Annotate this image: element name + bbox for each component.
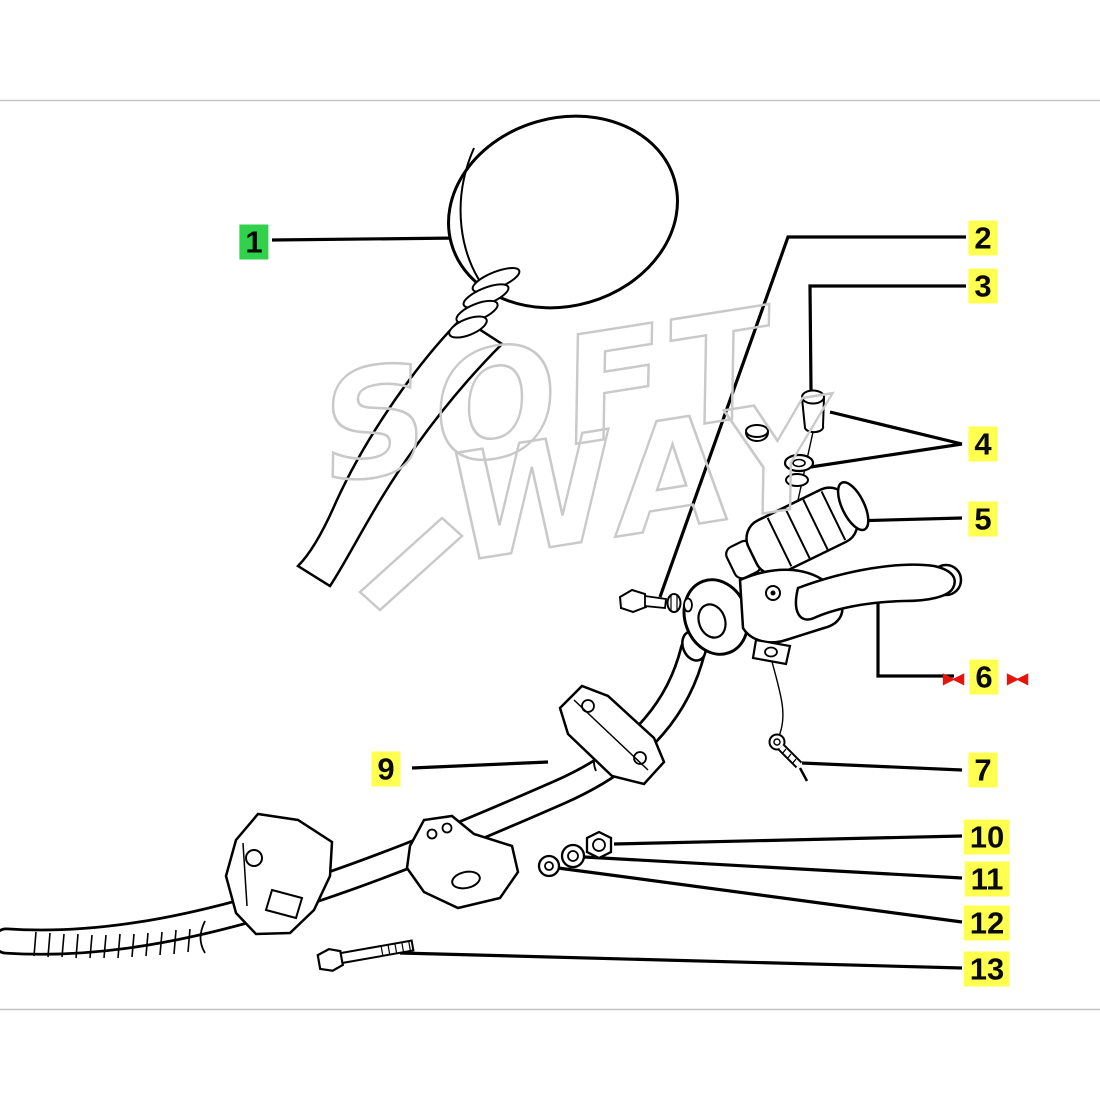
callout-5[interactable]: 5 (968, 501, 998, 537)
lever-blade (794, 563, 956, 621)
bracket-left-hole (245, 849, 263, 867)
selection-marker-right-icon: ▶◀ (1006, 668, 1029, 688)
bracket-middle (405, 814, 520, 910)
cup-washer-part (745, 424, 769, 442)
callout-9[interactable]: 9 (371, 751, 401, 787)
mirror-collar-ribs (448, 267, 521, 339)
page-rules (0, 99, 1100, 1011)
callout-7[interactable]: 7 (968, 752, 998, 788)
pin-part (801, 389, 825, 434)
mirror-stem (296, 316, 504, 588)
callout-12[interactable]: 12 (963, 905, 1011, 941)
watermark-chevron-icon (358, 516, 464, 612)
callout-11[interactable]: 11 (964, 861, 1010, 897)
bracket-left-slot (264, 888, 304, 920)
callout-4[interactable]: 4 (968, 426, 998, 462)
handlebar-tube (0, 630, 707, 959)
bracket-middle-slot (451, 870, 481, 890)
callout-10[interactable]: 10 (963, 819, 1011, 855)
callout-13[interactable]: 13 (963, 951, 1011, 987)
callout-2[interactable]: 2 (968, 220, 998, 256)
washer-part-11 (560, 843, 586, 869)
cable-adjuster-part (768, 733, 809, 782)
bracket-upper (558, 684, 666, 786)
mirror-head (447, 114, 679, 310)
callout-3[interactable]: 3 (968, 268, 998, 304)
clamp-ring-bore (697, 603, 727, 639)
brake-lever-assembly (682, 563, 963, 666)
selection-marker-left-icon: ▶◀ (942, 668, 965, 688)
mirror-assembly (296, 114, 679, 588)
washer-part-12 (537, 854, 561, 878)
bolt-part-13 (316, 939, 415, 972)
callout-1[interactable]: 1 (239, 224, 269, 260)
grip-rib-lines (33, 928, 191, 959)
handle-grip (725, 480, 870, 580)
bracket-left (224, 812, 334, 936)
leader-lines (271, 235, 966, 970)
callout-6-selected[interactable]: 6 (969, 659, 999, 695)
washer-stack-part (783, 453, 815, 487)
nut-part (585, 830, 613, 860)
clamp-bolt-part (618, 588, 693, 614)
